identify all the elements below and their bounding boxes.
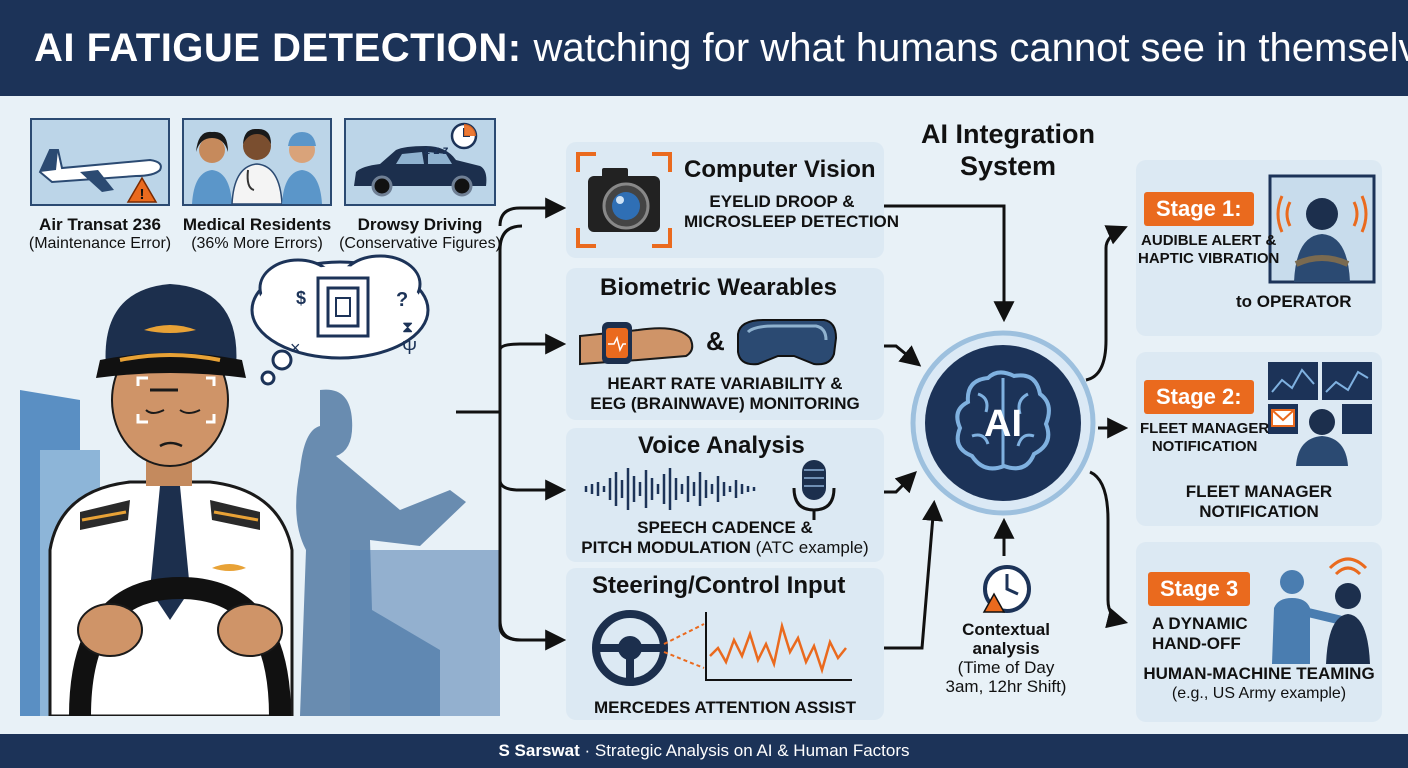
- case-thumb-drowsy: z z z: [344, 118, 496, 206]
- stage-label: A DYNAMIC HAND-OFF: [1152, 614, 1248, 653]
- clock-warning-icon: [982, 565, 1031, 613]
- stage-label-repeat: FLEET MANAGER NOTIFICATION: [1185, 482, 1333, 521]
- amp-symbol: &: [706, 326, 725, 356]
- soundwave-icon: [584, 468, 756, 510]
- steering-wheel-chart-icon: [592, 610, 852, 686]
- panel-stage-1: Stage 1: AUDIBLE ALERT & HAPTIC VIBRATIO…: [1136, 160, 1382, 336]
- panel-stage-2: Stage 2: FLEET MANAGER NOTIFICATION FLEE…: [1136, 352, 1382, 526]
- times-symbol: ×: [290, 338, 301, 358]
- page-title-rest: watching for what humans cannot see in t…: [533, 25, 1408, 70]
- psi-symbol: Ψ: [402, 338, 417, 358]
- case-caption-medical: Medical Residents (36% More Errors): [176, 215, 338, 253]
- handoff-team-icon: [1272, 557, 1370, 664]
- panel-label: SPEECH CADENCE & PITCH MODULATION (ATC e…: [581, 518, 869, 557]
- header-bar: AI FATIGUE DETECTION: watching for what …: [0, 0, 1408, 96]
- dollar-symbol: $: [296, 288, 306, 308]
- ai-system-title: AI Integration System: [921, 119, 1095, 181]
- panel-biometric-wearables: Biometric Wearables & HEART RATE VARIABI…: [566, 268, 884, 420]
- case-subtitle: (Conservative Figures): [339, 235, 501, 252]
- thought-cloud-icon: $ ? × Ψ ⧗: [250, 254, 430, 386]
- ai-brain-icon: AI: [910, 330, 1096, 516]
- case-title: Medical Residents: [182, 215, 332, 234]
- svg-text:!: !: [140, 186, 145, 203]
- operator-alert-icon: [1268, 174, 1376, 284]
- stage-badge: Stage 3: [1148, 572, 1251, 606]
- stage-label-teaming: HUMAN-MACHINE TEAMING (e.g., US Army exa…: [1143, 664, 1375, 702]
- fleet-monitors-icon: [1268, 362, 1372, 466]
- panel-computer-vision: Computer Vision EYELID DROOP & MICROSLEE…: [566, 142, 900, 258]
- panel-voice-analysis: Voice Analysis SPEECH CADENCE & PITCH MO…: [566, 428, 884, 562]
- panel-title: Biometric Wearables: [600, 274, 837, 301]
- eeg-headset-icon: [737, 319, 838, 366]
- ai-core-label: AI: [984, 403, 1022, 445]
- case-thumb-air-transat: !: [30, 118, 170, 206]
- fatigued-pilot-illustration: $ ? × Ψ ⧗: [20, 254, 500, 718]
- footer-bar: S Sarswat · Strategic Analysis on AI & H…: [0, 734, 1408, 768]
- hourglass-symbol: ⧗: [402, 319, 413, 336]
- panel-label: EYELID DROOP & MICROSLEEP DETECTION: [684, 192, 900, 231]
- footer-text: · Strategic Analysis on AI & Human Facto…: [584, 741, 910, 760]
- airplane-icon: !: [32, 120, 168, 204]
- car-icon: z z z: [346, 120, 494, 204]
- case-caption-drowsy: Drowsy Driving (Conservative Figures): [336, 215, 504, 253]
- stage-label: AUDIBLE ALERT & HAPTIC VIBRATION: [1138, 232, 1280, 267]
- panel-title: Steering/Control Input: [592, 572, 846, 599]
- case-title: Air Transat 236: [39, 215, 161, 234]
- stage-badge: Stage 2:: [1144, 380, 1254, 414]
- case-thumb-medical: [182, 118, 332, 206]
- case-subtitle: (36% More Errors): [191, 235, 323, 252]
- stage-label: FLEET MANAGER NOTIFICATION: [1140, 420, 1270, 455]
- microphone-icon: [792, 460, 836, 520]
- contextual-analysis-text: Contextual analysis (Time of Day 3am, 12…: [945, 620, 1067, 696]
- drowsy-z-text: z z z: [424, 143, 449, 157]
- medical-staff-icon: [184, 120, 330, 205]
- panel-steering-input: Steering/Control Input MERCEDES ATTENTIO…: [566, 568, 884, 720]
- panel-label: MERCEDES ATTENTION ASSIST: [594, 698, 856, 717]
- pilot-scene: $ ? × Ψ ⧗: [20, 250, 500, 718]
- case-subtitle: (Maintenance Error): [28, 235, 172, 252]
- smartwatch-icon: [579, 322, 694, 366]
- question-symbol: ?: [396, 289, 408, 311]
- panel-label: HEART RATE VARIABILITY & EEG (BRAINWAVE)…: [590, 374, 860, 413]
- footer-author: S Sarswat: [498, 741, 580, 760]
- camera-icon: [576, 152, 672, 248]
- panel-title: Computer Vision: [684, 156, 876, 183]
- panel-stage-3: Stage 3 A DYNAMIC HAND-OFF HUMAN-MACHINE…: [1136, 542, 1382, 722]
- case-caption-air-transat: Air Transat 236 (Maintenance Error): [20, 215, 180, 253]
- panel-title: Voice Analysis: [638, 432, 805, 459]
- case-title: Drowsy Driving: [357, 215, 483, 234]
- ai-brain-core: AI: [908, 328, 1098, 518]
- stage-badge: Stage 1:: [1144, 192, 1254, 226]
- page-title-bold: AI FATIGUE DETECTION:: [34, 25, 522, 70]
- stage-label-target: to OPERATOR: [1236, 292, 1352, 311]
